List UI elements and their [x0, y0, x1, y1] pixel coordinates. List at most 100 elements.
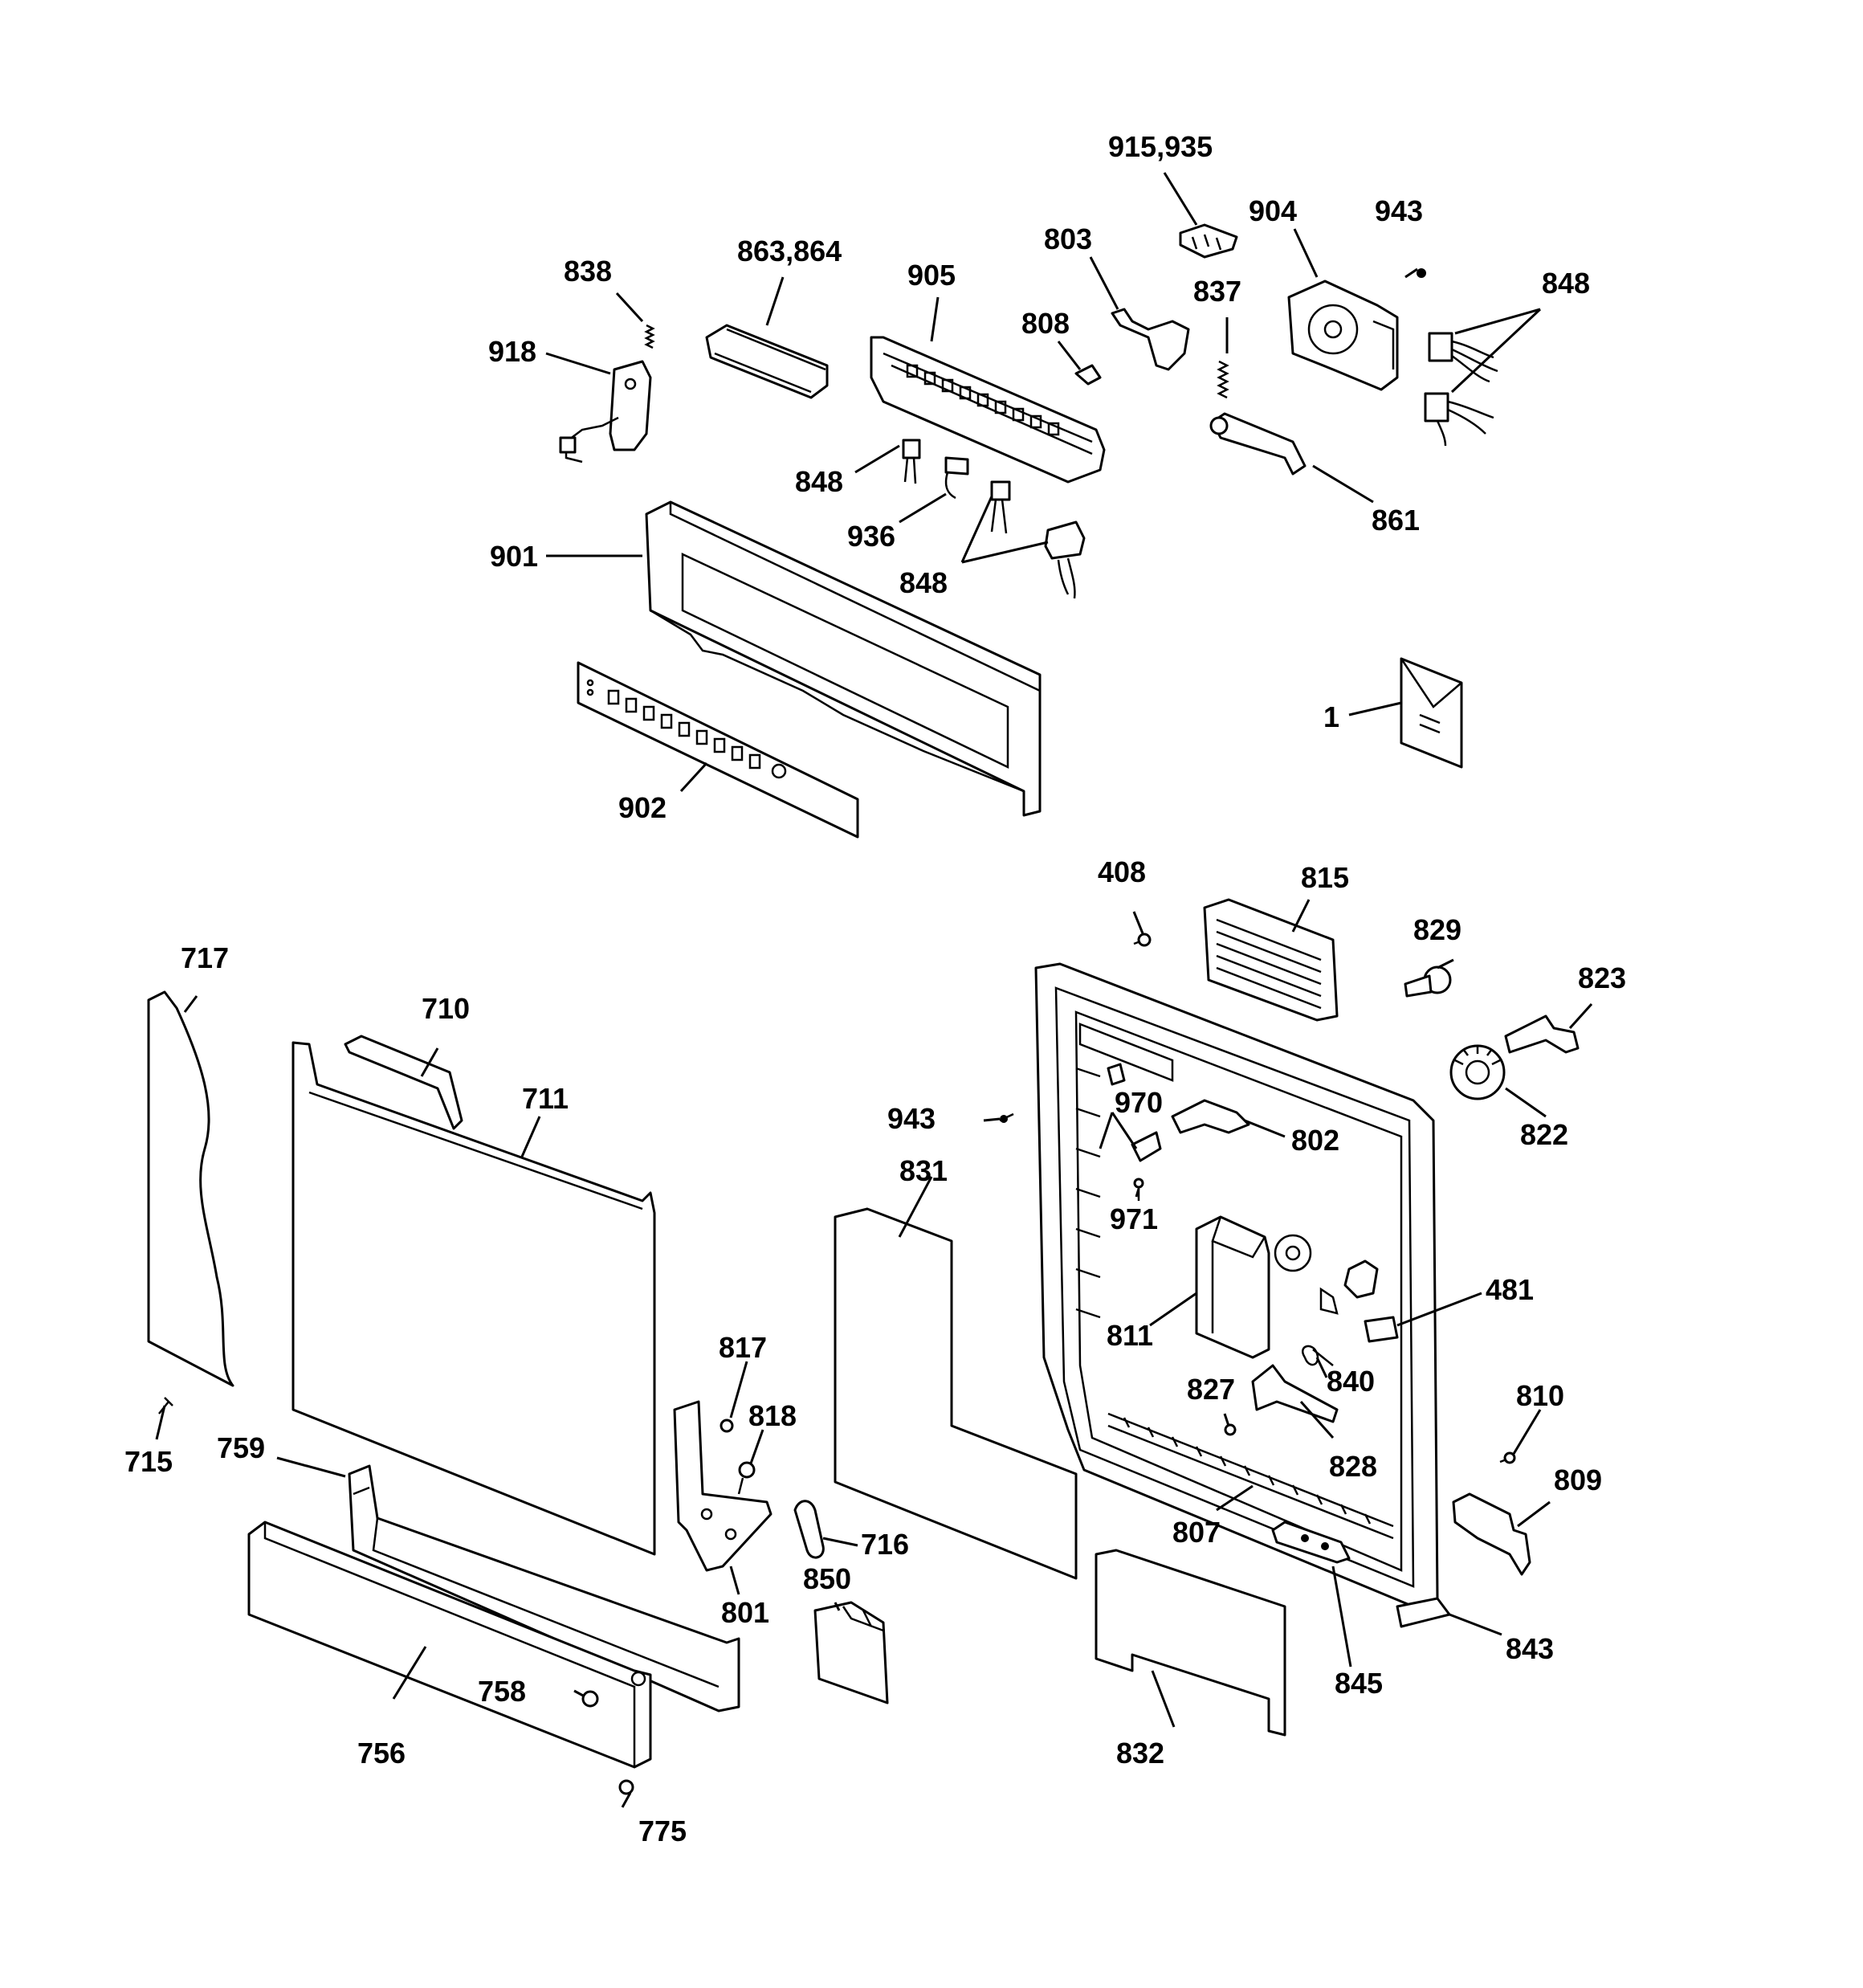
part-905-console-frame — [870, 336, 1106, 484]
callout-863-864: 863,864 — [737, 235, 842, 267]
part-815-vent — [1203, 898, 1339, 1022]
part-759-rail — [348, 1464, 740, 1712]
callout-901: 901 — [490, 540, 538, 573]
part-970-clip — [1107, 1063, 1162, 1162]
callout-905: 905 — [907, 259, 956, 292]
callout-838: 838 — [564, 255, 612, 288]
callout-970: 970 — [1115, 1086, 1163, 1119]
callout-848-right: 848 — [1542, 267, 1590, 300]
callout-918: 918 — [488, 335, 536, 368]
part-828-arm — [1251, 1364, 1339, 1423]
part-717-side-panel — [147, 990, 234, 1387]
part-756-toe-kick — [247, 1521, 652, 1769]
part-936-connector — [944, 456, 969, 500]
callout-labels: 915,935 904 943 848 803 837 863,864 905 … — [124, 130, 1626, 1847]
callout-829: 829 — [1413, 913, 1461, 946]
part-802-latch — [1171, 1099, 1250, 1134]
callout-840: 840 — [1327, 1365, 1375, 1398]
callout-758: 758 — [478, 1675, 526, 1708]
part-758-screw — [581, 1690, 599, 1708]
part-408-screw — [1133, 933, 1152, 947]
callout-818: 818 — [748, 1399, 797, 1432]
part-801-hinge-bracket — [673, 1400, 773, 1572]
part-904-timer — [1287, 280, 1399, 391]
callout-845: 845 — [1335, 1667, 1383, 1700]
part-943-screw-mid — [999, 1112, 1014, 1123]
part-715-screw — [158, 1397, 173, 1414]
part-840-spring — [1302, 1345, 1334, 1366]
part-481-label — [1364, 1316, 1399, 1343]
callout-861: 861 — [1372, 504, 1420, 537]
part-809-bracket — [1452, 1492, 1531, 1576]
callout-809: 809 — [1554, 1463, 1602, 1496]
callout-828: 828 — [1329, 1450, 1377, 1483]
callout-756: 756 — [357, 1737, 406, 1770]
callout-815: 815 — [1301, 861, 1349, 894]
callout-843: 843 — [1506, 1632, 1554, 1665]
callout-759: 759 — [217, 1431, 265, 1464]
part-838-spring — [644, 324, 655, 349]
part-832-panel — [1095, 1549, 1286, 1737]
part-822-dial — [1449, 1044, 1506, 1100]
part-902-touchpad-overlay — [577, 661, 859, 839]
part-901-console-housing — [645, 500, 1042, 817]
callout-811: 811 — [1107, 1319, 1153, 1352]
part-711-door-panel — [291, 1041, 656, 1556]
callout-832: 832 — [1116, 1737, 1164, 1770]
callout-915-935: 915,935 — [1108, 130, 1213, 163]
part-827-screw — [1224, 1423, 1237, 1436]
part-1-literature-envelope — [1400, 657, 1463, 769]
callout-408: 408 — [1098, 855, 1146, 888]
callout-803: 803 — [1044, 222, 1092, 255]
part-775-screw — [618, 1779, 634, 1795]
callout-837: 837 — [1193, 275, 1241, 308]
callout-481: 481 — [1486, 1273, 1534, 1306]
part-829-knob — [1404, 965, 1452, 998]
part-918-switch-bracket — [559, 360, 652, 463]
part-817-screw — [720, 1419, 734, 1433]
callout-775: 775 — [638, 1815, 687, 1847]
part-811-dispenser — [1195, 1215, 1379, 1359]
part-803-latch — [1111, 308, 1190, 371]
part-823-shaft — [1504, 1014, 1580, 1054]
callout-827: 827 — [1187, 1373, 1235, 1406]
part-861-lever — [1209, 412, 1307, 476]
callout-817: 817 — [719, 1331, 767, 1364]
part-943-screw — [1417, 268, 1426, 278]
callout-822: 822 — [1520, 1118, 1568, 1151]
callout-810: 810 — [1516, 1379, 1564, 1412]
part-818-screw — [737, 1461, 756, 1495]
callout-943-mid: 943 — [887, 1102, 936, 1135]
callout-711: 711 — [522, 1082, 569, 1115]
callout-716: 716 — [861, 1528, 909, 1561]
part-808-clip — [1074, 364, 1102, 386]
part-850-shield — [813, 1601, 889, 1704]
callout-936: 936 — [847, 520, 895, 553]
part-716-roller — [793, 1500, 825, 1559]
part-810-screw — [1499, 1451, 1516, 1464]
part-831-insulation — [834, 1207, 1078, 1580]
callout-971: 971 — [1110, 1202, 1158, 1235]
callout-943-top: 943 — [1375, 194, 1423, 227]
callout-808: 808 — [1021, 307, 1070, 340]
callout-710: 710 — [422, 992, 470, 1025]
part-848-connector-left — [902, 439, 921, 484]
callout-717: 717 — [181, 941, 229, 974]
leader-lines — [155, 172, 1593, 1808]
callout-715: 715 — [124, 1445, 173, 1478]
part-915-935-connector — [1179, 223, 1238, 259]
callout-802: 802 — [1291, 1124, 1339, 1157]
callout-831: 831 — [899, 1154, 948, 1187]
callout-848-left: 848 — [795, 465, 843, 498]
part-710-strip — [344, 1035, 463, 1130]
callout-1: 1 — [1323, 700, 1339, 733]
callout-807: 807 — [1172, 1516, 1221, 1549]
callout-801: 801 — [721, 1596, 769, 1629]
part-845-hinge — [1271, 1521, 1351, 1564]
part-848-connectors-right — [1424, 332, 1498, 447]
part-837-spring — [1217, 360, 1229, 399]
part-863-864-bracket — [705, 324, 829, 399]
part-971-screw — [1133, 1178, 1144, 1201]
callout-848-center: 848 — [899, 566, 948, 599]
